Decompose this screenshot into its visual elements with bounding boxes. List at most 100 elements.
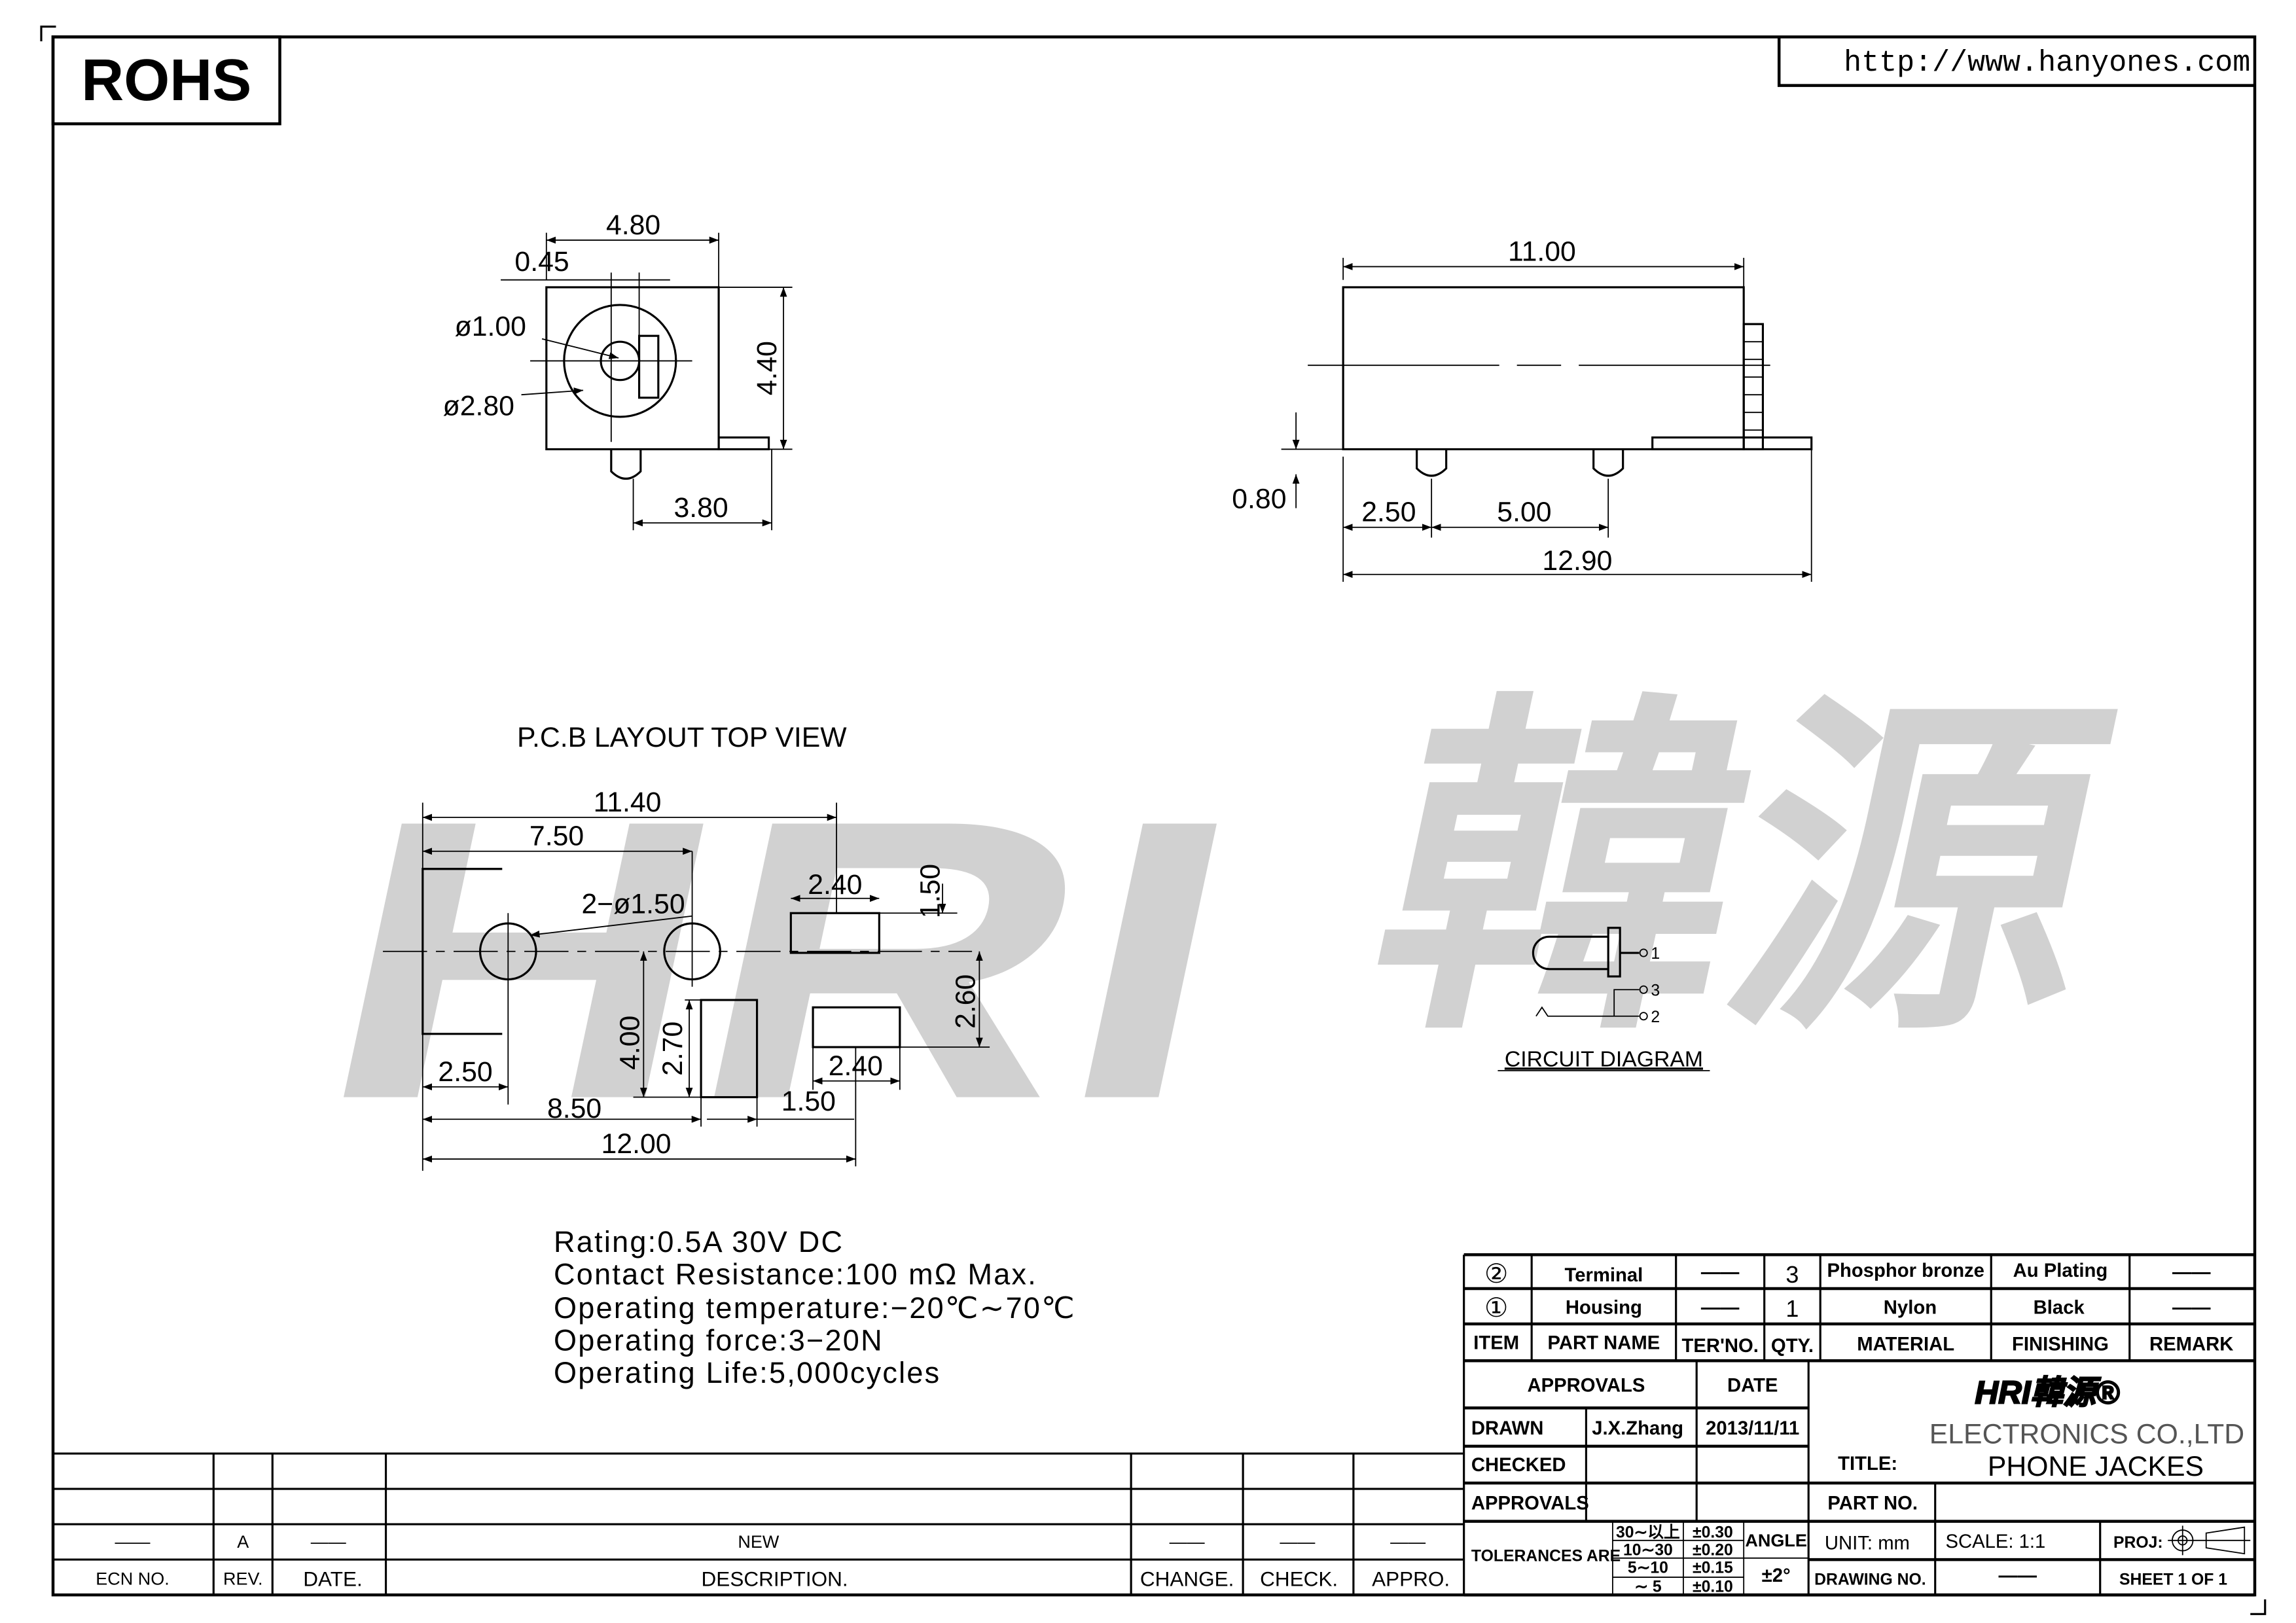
pcb-title: P.C.B LAYOUT TOP VIEW: [517, 722, 847, 753]
bom-item-2: ②: [1484, 1258, 1508, 1289]
drawn-date: 2013/11/11: [1706, 1418, 1799, 1439]
tolerances-label: TOLERANCES ARE: [1471, 1547, 1621, 1565]
approvals-label: APPROVALS: [1471, 1493, 1589, 1514]
drawn-by: J.X.Zhang: [1592, 1418, 1683, 1439]
pin-2-label: 2: [1651, 1008, 1660, 1026]
dim-1-50-horizontal: 1.50: [781, 1086, 836, 1117]
approvals-header: APPROVALS: [1527, 1376, 1645, 1397]
watermark-latin: HRI: [291, 738, 1269, 1182]
pcb-layout: P.C.B LAYOUT TOP VIEW 11.40 7.50 2−ø1.50…: [383, 722, 990, 1171]
projection-label: PROJ:: [2113, 1534, 2163, 1552]
rohs-box: ROHS: [51, 35, 281, 126]
drawing-no-value: ——: [1998, 1565, 2037, 1586]
header-part-name: PART NAME: [1548, 1332, 1660, 1353]
dim-standoff: 0.80: [1232, 483, 1286, 514]
dim-4-00: 4.00: [615, 1016, 646, 1070]
side-view: 11.00 0.80 2.50 5.00 12.90: [1232, 236, 1813, 582]
dim-11-40: 11.40: [594, 787, 662, 818]
sheet-number: SHEET 1 OF 1: [2119, 1571, 2227, 1588]
header-rev: REV.: [223, 1569, 263, 1588]
rev-change: ——: [1170, 1532, 1205, 1552]
bom-remark-housing: ——: [2172, 1297, 2211, 1318]
tol-range-3: 5∼10: [1628, 1559, 1668, 1577]
spec-rating: Rating:0.5A 30V DC: [554, 1225, 844, 1258]
bom-material-housing: Nylon: [1884, 1297, 1937, 1318]
company-logo: HRI韓源®: [1974, 1374, 2120, 1411]
drawing-title: PHONE JACKES: [1988, 1451, 2204, 1482]
dim-12-00: 12.00: [601, 1128, 672, 1160]
bom-table: ② Terminal —— 3 Phosphor bronze Au Plati…: [1463, 1253, 2255, 1363]
rev-description: NEW: [738, 1532, 780, 1552]
spec-temperature: Operating temperature:−20℃∼70℃: [554, 1291, 1076, 1325]
dim-offset: 0.45: [514, 246, 569, 277]
spec-life: Operating Life:5,000cycles: [554, 1356, 941, 1389]
frame: [40, 26, 2267, 1615]
title-label: TITLE:: [1838, 1454, 1897, 1474]
header-qty: QTY.: [1771, 1336, 1814, 1357]
top-view: 4.80 0.45 ø1.00 ø2.80 4.40 3.80: [443, 209, 793, 531]
scale: SCALE: 1:1: [1945, 1531, 2045, 1552]
header-check: CHECK.: [1260, 1567, 1338, 1591]
tol-value-2: ±0.20: [1693, 1541, 1733, 1559]
unit: UNIT: mm: [1825, 1533, 1910, 1554]
drawn-label: DRAWN: [1471, 1418, 1544, 1439]
rev-date: ——: [311, 1532, 346, 1552]
rohs-label: ROHS: [81, 48, 251, 113]
circuit-title: CIRCUIT DIAGRAM: [1505, 1046, 1703, 1071]
bom-finish-housing: Black: [2034, 1297, 2085, 1318]
dim-7-50: 7.50: [529, 821, 584, 852]
specifications: Rating:0.5A 30V DC Contact Resistance:10…: [554, 1225, 1076, 1389]
header-material: MATERIAL: [1857, 1334, 1954, 1355]
bom-name-housing: Housing: [1566, 1297, 1642, 1318]
dim-pin-pitch: 5.00: [1497, 497, 1551, 528]
tol-value-3: ±0.15: [1693, 1559, 1733, 1577]
angle-label: ANGLE: [1745, 1531, 1806, 1550]
dim-width: 4.80: [606, 209, 660, 241]
checked-label: CHECKED: [1471, 1455, 1566, 1476]
watermark-cjk: 韓源: [1346, 675, 2137, 1069]
dim-pin1: 2.50: [1361, 497, 1416, 528]
dim-2-60: 2.60: [950, 974, 982, 1029]
dim-length: 11.00: [1508, 236, 1576, 267]
website-url[interactable]: http://www.hanyones.com: [1844, 46, 2250, 80]
tol-range-1: 30∼以上: [1616, 1523, 1680, 1541]
dim-pad-width-1: 2.40: [808, 869, 862, 901]
dim-2-50: 2.50: [438, 1056, 492, 1088]
tol-value-1: ±0.30: [1693, 1524, 1733, 1541]
tol-range-2: 10∼30: [1623, 1541, 1673, 1559]
drawing-no-label: DRAWING NO.: [1814, 1571, 1926, 1588]
circuit-diagram: 1 3 2 CIRCUIT DIAGRAM: [1498, 927, 1710, 1071]
dim-1-50-vertical: 1.50: [915, 864, 946, 918]
angle-tolerance: ±2°: [1762, 1565, 1791, 1586]
header-appro: APPRO.: [1372, 1567, 1450, 1591]
bom-finish-terminal: Au Plating: [2013, 1260, 2108, 1281]
tol-value-4: ±0.10: [1693, 1578, 1733, 1596]
revision-table: —— A —— NEW —— —— —— ECN NO. REV. DATE. …: [53, 1255, 1465, 1596]
dim-outer-dia: ø2.80: [443, 391, 514, 422]
dim-inner-dia: ø1.00: [455, 311, 526, 342]
bom-name-terminal: Terminal: [1565, 1265, 1643, 1286]
company-logo-text: HRI韓源®: [1975, 1375, 2119, 1411]
bom-qty-terminal: 3: [1785, 1261, 1799, 1288]
bom-material-terminal: Phosphor bronze: [1827, 1260, 1984, 1281]
bom-ter-housing: ——: [1701, 1297, 1740, 1318]
spec-force: Operating force:3−20N: [554, 1324, 884, 1357]
date-header: DATE: [1727, 1376, 1778, 1397]
company-name: ELECTRONICS CO.,LTD: [1929, 1418, 2244, 1450]
rev-ecn: ——: [115, 1532, 151, 1552]
dim-height: 4.40: [751, 341, 783, 395]
bom-remark-terminal: ——: [2172, 1262, 2211, 1283]
projection-symbol-icon: [2168, 1525, 2251, 1556]
title-block: APPROVALS DATE DRAWN J.X.Zhang 2013/11/1…: [1463, 1361, 2255, 1597]
bom-qty-housing: 1: [1785, 1295, 1799, 1322]
dim-8-50: 8.50: [547, 1093, 601, 1124]
header-remark: REMARK: [2149, 1334, 2233, 1355]
header-ter-no: TER'NO.: [1681, 1336, 1758, 1357]
dim-pin-dist: 3.80: [673, 492, 728, 524]
dim-holes: 2−ø1.50: [582, 888, 685, 919]
bom-ter-terminal: ——: [1701, 1262, 1740, 1283]
header-change: CHANGE.: [1140, 1567, 1234, 1591]
rev-appro: ——: [1390, 1532, 1426, 1552]
rev-letter: A: [237, 1532, 249, 1552]
